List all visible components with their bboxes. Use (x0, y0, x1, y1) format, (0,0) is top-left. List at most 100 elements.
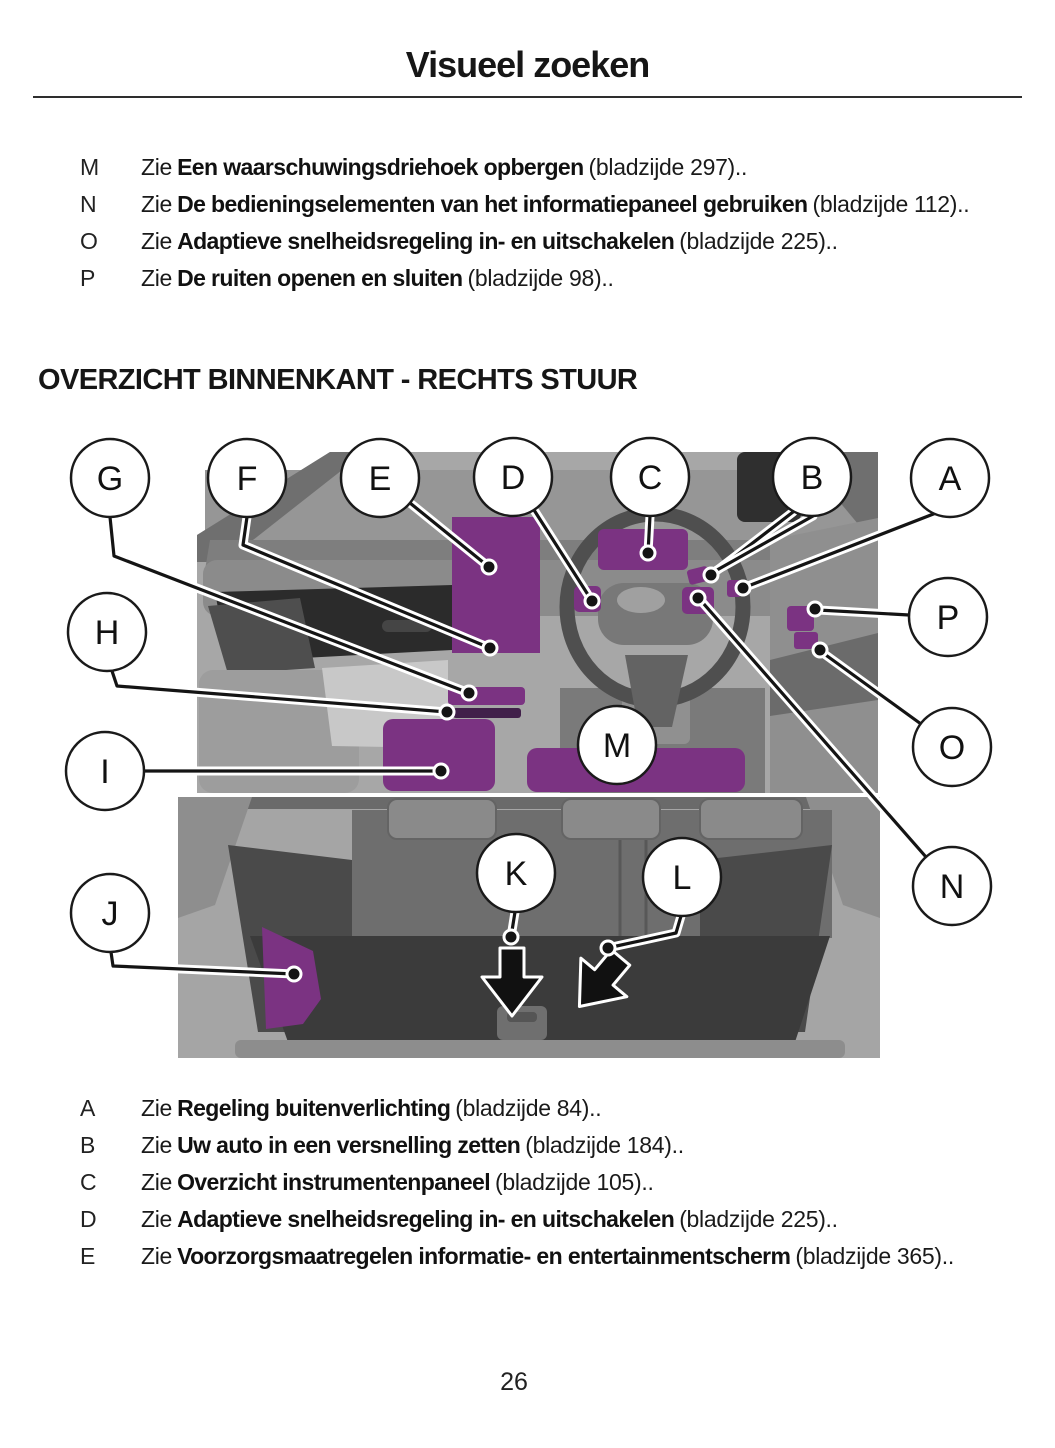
callout-F: F (206, 437, 499, 657)
leader-dot-J (285, 965, 303, 983)
leader-dot-F (481, 639, 499, 657)
leader-line-E (408, 501, 491, 569)
legend-key: P (80, 265, 96, 291)
callout-letter-P: P (937, 599, 960, 637)
leader-line-J (109, 950, 296, 976)
legend-topic: Een waarschuwingsdriehoek opbergen (177, 154, 584, 180)
callout-letter-C: C (638, 459, 663, 497)
callout-O: O (811, 641, 993, 788)
callout-circle-P (907, 576, 989, 658)
callout-circle-A (909, 437, 991, 519)
legend-key: C (80, 1169, 97, 1195)
steering-column (625, 655, 688, 727)
boot-latch (497, 1006, 547, 1040)
legend-see: Zie (141, 265, 173, 291)
legend-topic: Overzicht instrumentenpaneel (177, 1169, 491, 1195)
callout-B: B (702, 436, 853, 584)
legend-pageref: (bladzijde 98).. (467, 265, 614, 291)
callout-letter-B: B (801, 459, 824, 497)
leader-dot-D (583, 592, 601, 610)
callout-letter-G: G (97, 460, 123, 498)
legend-see: Zie (141, 1243, 173, 1269)
leader-line-H (110, 669, 449, 714)
callout-letter-A: A (939, 460, 962, 498)
highlight-touchscreen (452, 517, 540, 653)
callout-circle-H (66, 591, 148, 673)
callout-L: L (599, 836, 723, 957)
callout-G: G (69, 437, 478, 702)
legend-pageref: (bladzijde 365).. (795, 1243, 954, 1269)
page-number: 26 (500, 1368, 528, 1396)
callout-circle-M (576, 704, 658, 786)
legend-pageref: (bladzijde 112).. (812, 191, 970, 217)
callout-letter-N: N (940, 868, 965, 906)
leader-dot-P (806, 600, 824, 618)
headrest (699, 798, 803, 840)
callout-circle-L (641, 836, 723, 918)
leader-line-D (532, 508, 594, 603)
legend-topic: De bedieningselementen van het informati… (177, 191, 808, 217)
callout-circle-I (64, 730, 146, 812)
callout-letter-K: K (505, 855, 528, 893)
header-rule (33, 96, 1022, 98)
legend-topic: Voorzorgsmaatregelen informatie- en ente… (177, 1243, 791, 1269)
legend-pageref: (bladzijde 184).. (525, 1132, 684, 1158)
callout-N: N (689, 589, 993, 927)
highlight-door-panel (794, 632, 818, 649)
legend-topic: Adaptieve snelheidsregeling in- en uitsc… (177, 228, 675, 254)
page-title: Visueel zoeken (405, 44, 650, 85)
headrest (387, 798, 497, 840)
door-armrest (770, 633, 878, 716)
callout-letter-H: H (95, 614, 120, 652)
leader-line-O (821, 651, 923, 726)
callout-letter-F: F (237, 460, 258, 498)
legend-see: Zie (141, 1095, 173, 1121)
legend-pageref: (bladzijde 297).. (588, 154, 748, 180)
legend-key: M (80, 154, 100, 180)
legend-key: B (80, 1132, 96, 1158)
leader-dot-C (639, 544, 657, 562)
callout-circle-O (911, 706, 993, 788)
callout-circle-E (339, 437, 421, 519)
callout-J: J (69, 872, 303, 983)
legend-topic: Uw auto in een versnelling zetten (177, 1132, 521, 1158)
callout-circle-B (771, 436, 853, 518)
legend-key: D (80, 1206, 97, 1232)
legend-topic: Regeling buitenverlichting (177, 1095, 451, 1121)
callout-circle-N (911, 845, 993, 927)
legend-pageref: (bladzijde 225).. (679, 1206, 838, 1232)
callout-circle-D (472, 436, 554, 518)
callout-letter-E: E (369, 460, 392, 498)
legend-key: A (80, 1095, 96, 1121)
headrest (561, 798, 661, 840)
passenger-seat-headrest (208, 598, 315, 674)
arrow-down-left-L (577, 948, 632, 1009)
callout-letter-J: J (102, 895, 119, 933)
leader-dot-K (502, 928, 520, 946)
leader-dot-H (438, 703, 456, 721)
legend-pageref: (bladzijde 84).. (455, 1095, 602, 1121)
callout-A: A (734, 437, 991, 597)
boot-illustration (178, 797, 880, 1058)
boot-floor (250, 936, 830, 1042)
callout-letter-D: D (501, 459, 526, 497)
arrow-down-K (480, 946, 544, 1018)
callout-H: H (66, 591, 456, 721)
callout-M: M (576, 704, 658, 786)
leader-line-G (108, 515, 471, 695)
callout-letter-L: L (673, 859, 692, 897)
legend-key: E (80, 1243, 96, 1269)
